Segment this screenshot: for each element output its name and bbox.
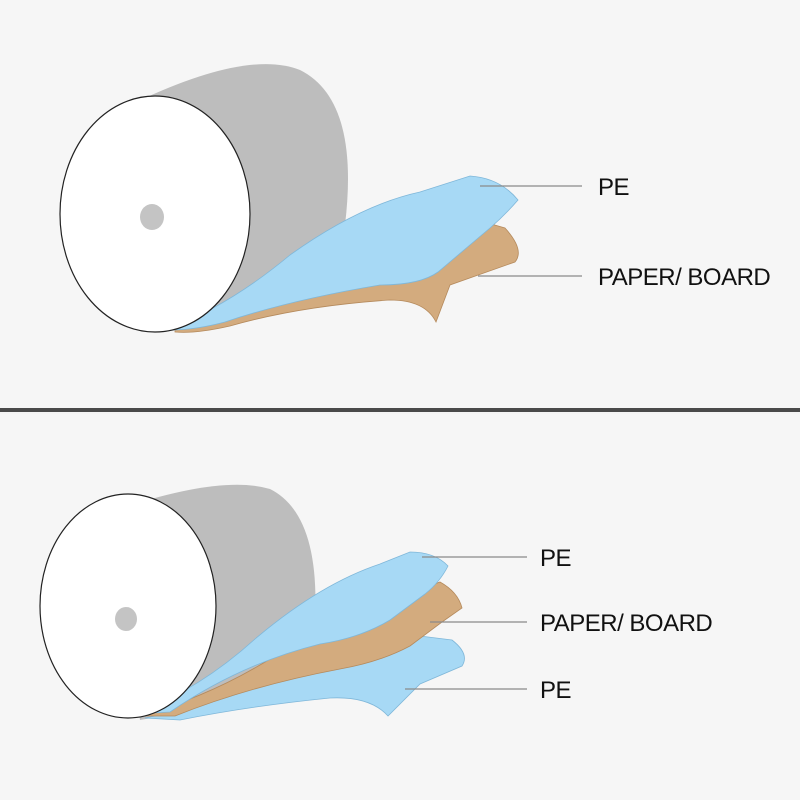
bottom-roll-face — [39, 493, 217, 719]
top-pe-label: PE — [598, 174, 630, 201]
top-roll-illustration — [59, 64, 582, 333]
bottom-pe-upper-label: PE — [540, 545, 572, 572]
top-paper-board-label: PAPER/ BOARD — [598, 264, 771, 291]
bottom-paper-board-label: PAPER/ BOARD — [540, 610, 713, 637]
top-roll-core — [140, 204, 164, 230]
panel-single-side-coating: PE PAPER/ BOARD — [59, 64, 771, 333]
bottom-pe-lower-label: PE — [540, 677, 572, 704]
top-pe-layer — [169, 175, 519, 331]
panel-divider — [0, 408, 800, 412]
bottom-roll-illustration — [39, 484, 527, 721]
panel-double-side-coating: PE PAPER/ BOARD PE — [0, 414, 800, 800]
bottom-roll-core — [115, 607, 137, 631]
bottom-pe-upper-layer — [134, 551, 449, 715]
